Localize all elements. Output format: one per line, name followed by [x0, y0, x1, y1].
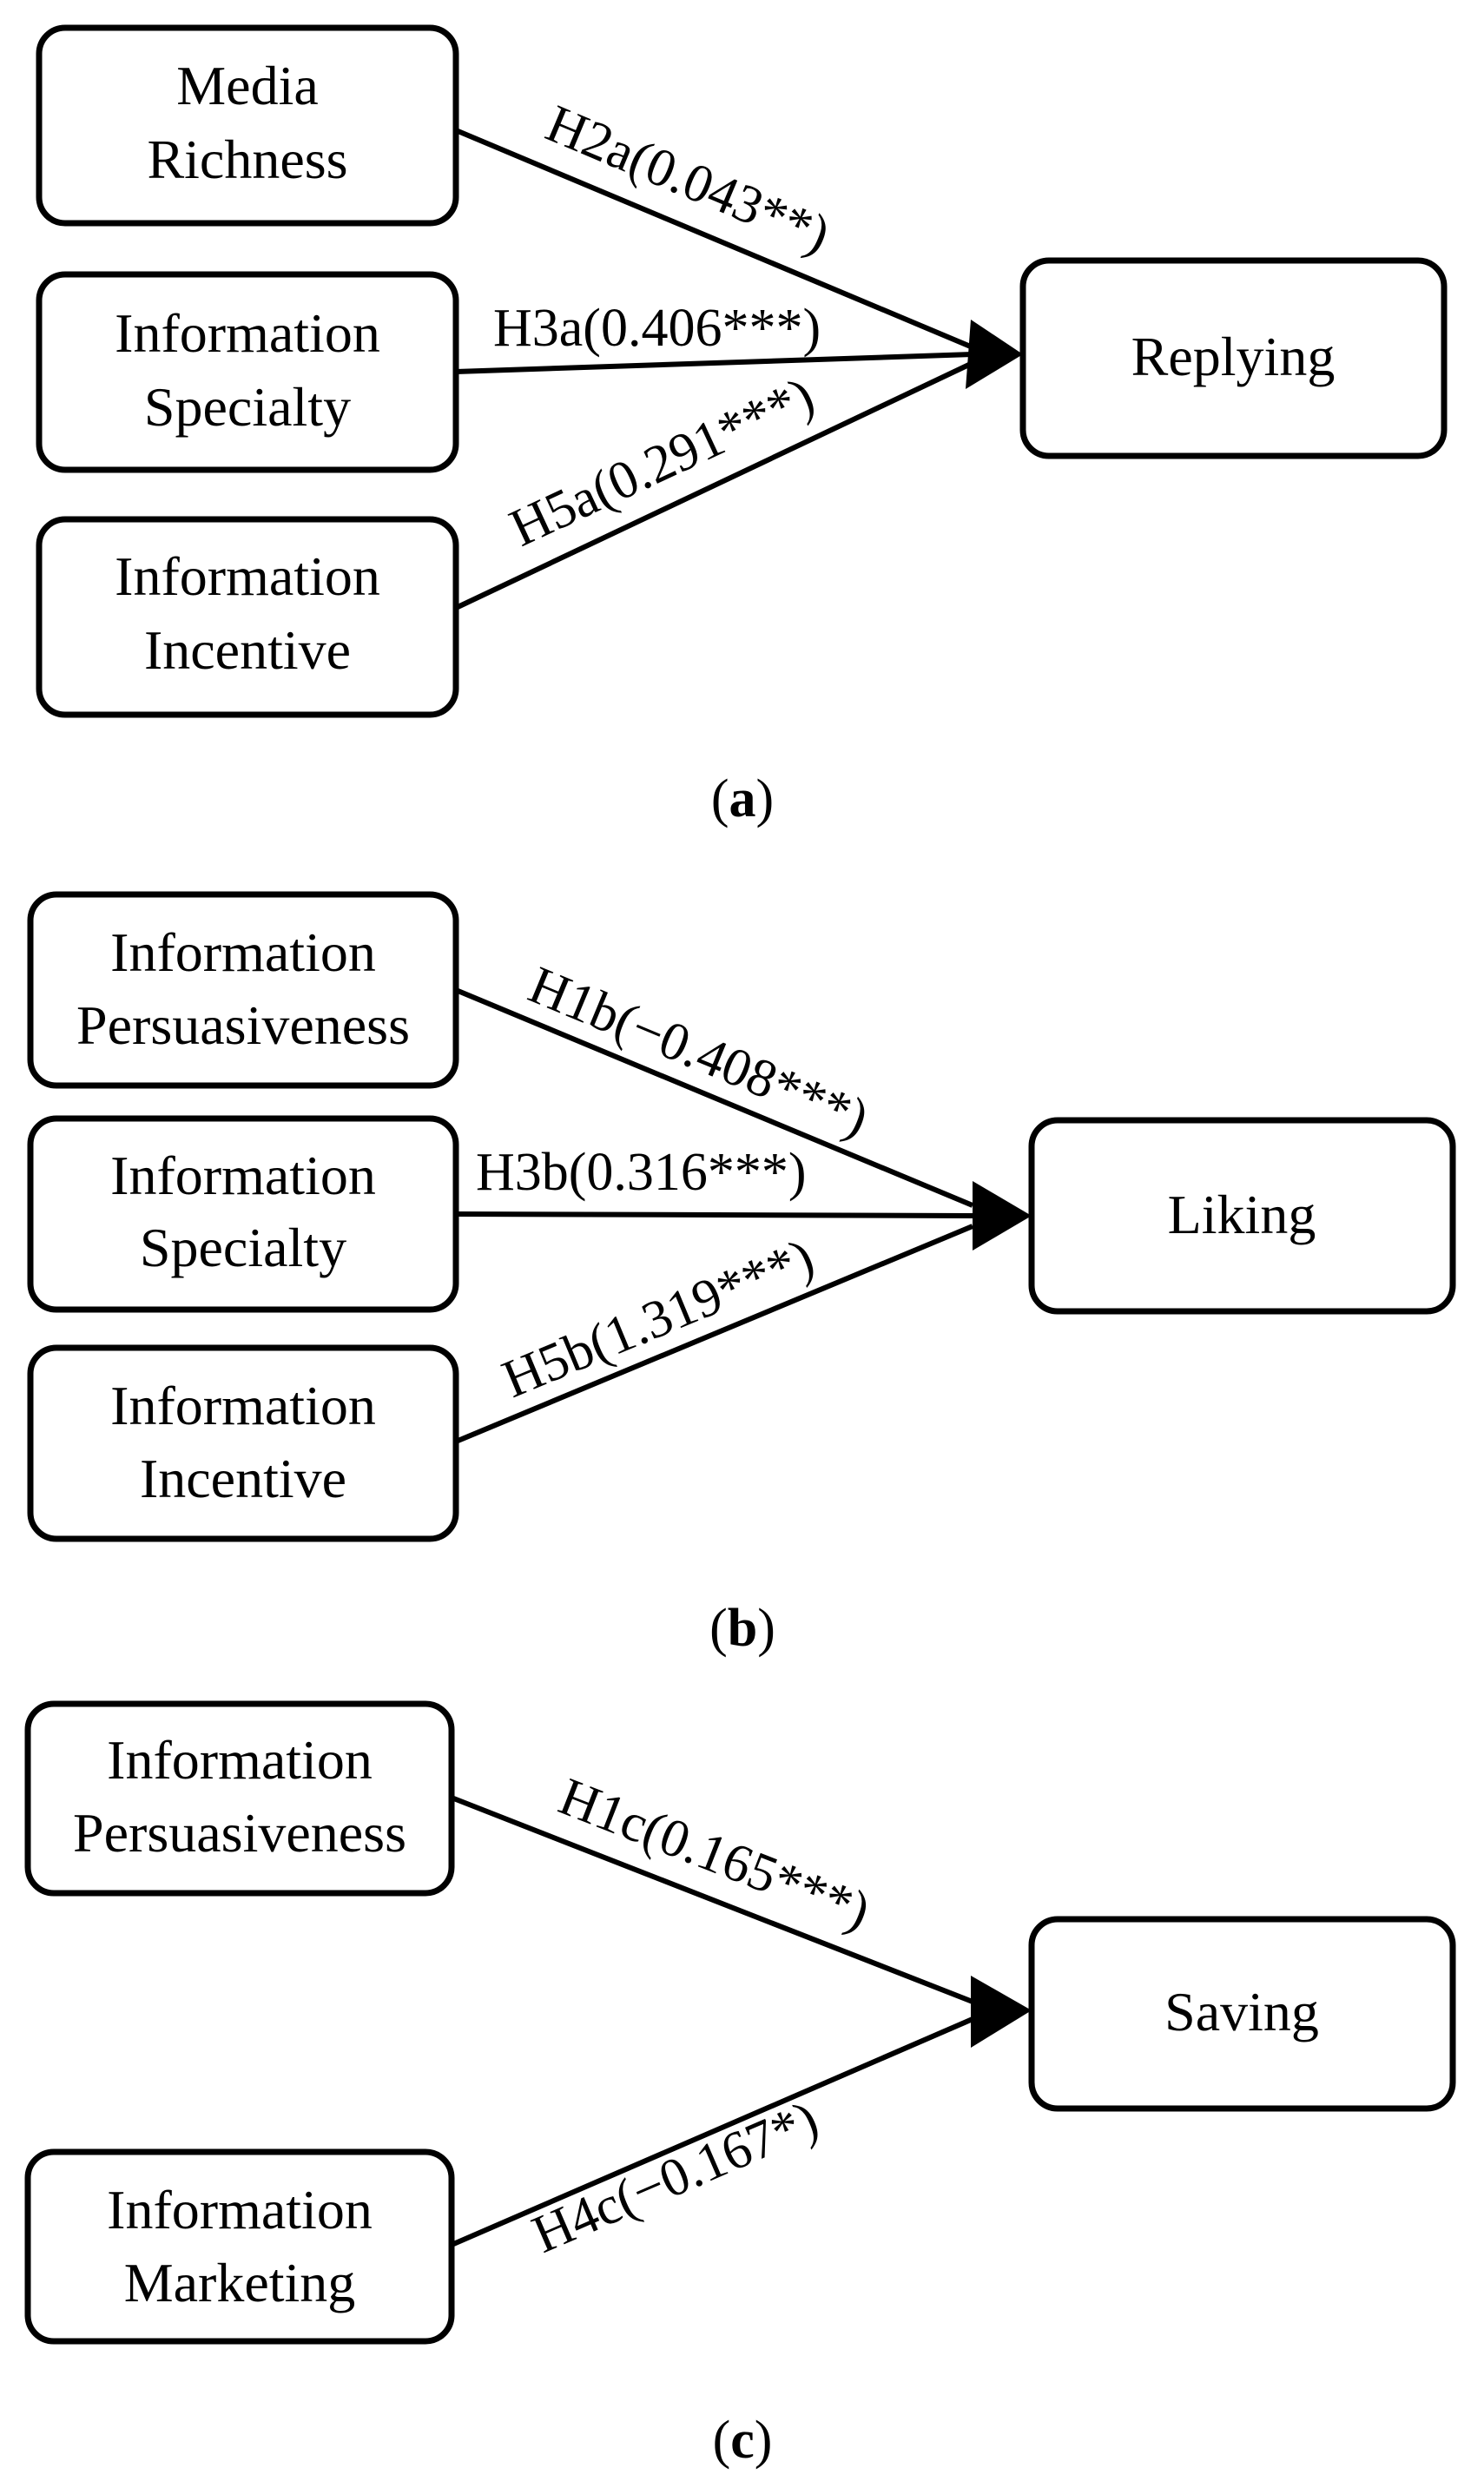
node-information-specialty: Information Specialty: [36, 271, 459, 473]
node-label-line2: Marketing: [124, 2252, 356, 2313]
node-information-incentive: Information Incentive: [27, 1344, 459, 1542]
edge-h1b: [454, 987, 974, 1208]
edge-h5a: [454, 360, 974, 610]
edge-label-h4c: H4c(−0.167*): [524, 2089, 827, 2264]
panel-caption-a: (a): [711, 769, 774, 828]
node-label: Saving: [1164, 1981, 1319, 2043]
node-label-line2: Specialty: [140, 1217, 346, 1278]
edge-label-h5b: H5b(1.319***): [494, 1228, 821, 1409]
node-label: Liking: [1168, 1184, 1316, 1245]
edge-h3a: [455, 352, 973, 374]
node-information-persuasiveness: Information Persuasiveness: [27, 891, 459, 1089]
node-information-incentive: Information Incentive: [36, 516, 459, 718]
node-label-line1: Information: [107, 1729, 373, 1791]
node-label: Replying: [1131, 326, 1336, 387]
edge-label-h5a: H5a(0.291***): [501, 366, 823, 558]
panel-c: Information Persuasiveness Information M…: [24, 1700, 1456, 2470]
panel-a: Media Richness Information Specialty Inf…: [36, 24, 1448, 828]
node-label-line1: Information: [110, 1375, 376, 1436]
edge-label-h3a: H3a(0.406***): [493, 299, 821, 358]
node-media-richness: Media Richness: [36, 24, 459, 227]
edge-h5b: [454, 1224, 974, 1444]
node-replying: Replying: [1019, 257, 1448, 459]
node-label-line1: Information: [110, 921, 376, 983]
node-label-line1: Information: [115, 302, 380, 364]
panel-caption-c: (c): [713, 2411, 773, 2470]
arrowhead-icon: [971, 1976, 1032, 2048]
node-information-specialty: Information Specialty: [27, 1115, 459, 1313]
node-label-line2: Incentive: [140, 1448, 346, 1509]
edge-h3b: [455, 1211, 973, 1218]
node-label-line2: Specialty: [144, 376, 351, 438]
edge-h2a: [454, 128, 974, 350]
panel-caption-b: (b): [709, 1599, 775, 1658]
edge-label-h1b: H1b(−0.408***): [521, 955, 877, 1148]
node-saving: Saving: [1028, 1916, 1456, 2112]
node-label-line1: Information: [115, 545, 380, 607]
node-label-line1: Information: [110, 1145, 376, 1206]
arrowhead-icon: [966, 320, 1023, 389]
node-information-persuasiveness: Information Persuasiveness: [24, 1700, 455, 1897]
edge-label-h3b: H3b(0.316***): [476, 1143, 807, 1202]
edge-label-h2a: H2a(0.043**): [538, 94, 838, 265]
arrowhead-icon: [973, 1181, 1032, 1251]
node-label-line2: Persuasiveness: [76, 994, 410, 1056]
panel-b: Information Persuasiveness Information S…: [27, 891, 1456, 1658]
node-label-line2: Persuasiveness: [73, 1802, 406, 1864]
node-label-line2: Richness: [147, 129, 347, 190]
node-liking: Liking: [1028, 1117, 1456, 1315]
node-label-line1: Media: [176, 55, 319, 116]
node-label-line2: Incentive: [144, 619, 351, 681]
node-label-line1: Information: [107, 2179, 373, 2241]
edge-h1c: [450, 1795, 974, 2004]
node-information-marketing: Information Marketing: [24, 2148, 455, 2345]
edge-h4c: [450, 2016, 974, 2247]
